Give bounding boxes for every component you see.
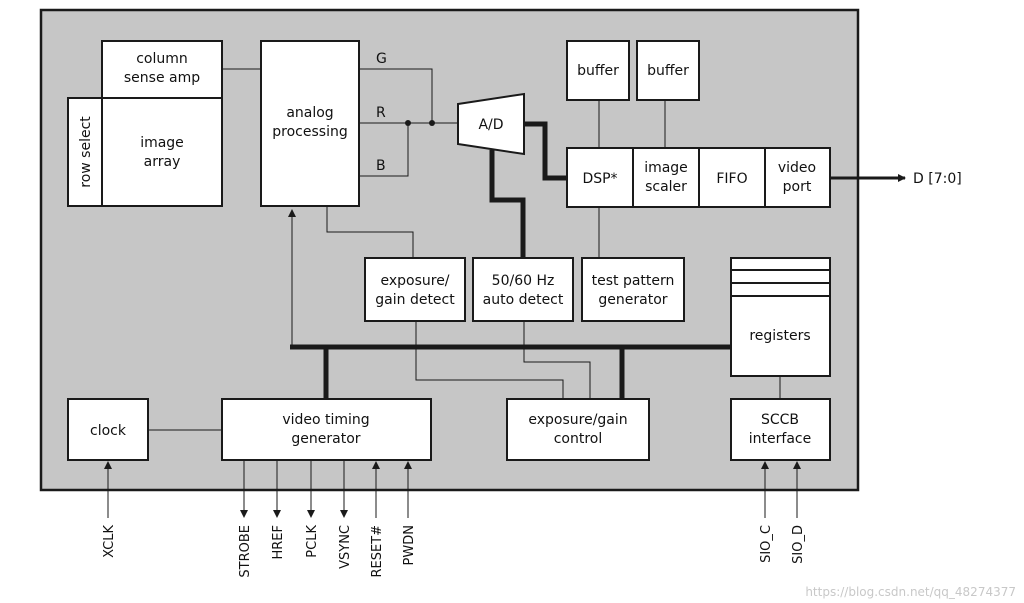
test-pattern-block bbox=[581, 257, 685, 322]
analog-processing-label-1: analog bbox=[286, 105, 333, 121]
clock-block bbox=[67, 398, 149, 461]
buffer-label-1: buffer bbox=[577, 63, 619, 79]
image-scaler-label-1: image bbox=[644, 160, 688, 176]
dsp-label: DSP* bbox=[582, 171, 617, 187]
data-out-label: D [7:0] bbox=[913, 171, 962, 187]
pin-wires bbox=[104, 460, 801, 518]
buffer-block-1 bbox=[566, 40, 630, 101]
video-port-label-1: video bbox=[778, 160, 816, 176]
test-pattern-label-2: generator bbox=[598, 292, 667, 308]
thick-buses bbox=[290, 121, 732, 400]
exposure-gain-control-label-2: control bbox=[554, 431, 603, 447]
test-pattern-label-1: test pattern bbox=[592, 273, 675, 289]
pin-strobe-label: STROBE bbox=[238, 525, 253, 578]
buffer-block-2 bbox=[636, 40, 700, 101]
thin-wires bbox=[148, 68, 781, 431]
signal-b-label: B bbox=[376, 158, 386, 174]
image-array-label-2: array bbox=[144, 154, 181, 170]
exposure-gain-detect-label-1: exposure/ bbox=[380, 273, 449, 289]
pin-vsync-label: VSYNC bbox=[338, 525, 353, 569]
sccb-block bbox=[730, 398, 831, 461]
pin-href-label: HREF bbox=[271, 525, 286, 560]
ad-converter bbox=[457, 92, 525, 156]
signal-g-label: G bbox=[376, 51, 387, 67]
video-timing-label-2: generator bbox=[291, 431, 360, 447]
image-array-label-1: image bbox=[140, 135, 184, 151]
image-scaler-label-2: scaler bbox=[645, 179, 687, 195]
row-select-block bbox=[67, 97, 103, 207]
column-sense-amp-label-2: sense amp bbox=[124, 70, 200, 86]
pin-pwdn-label: PWDN bbox=[402, 525, 417, 565]
row-select-label: row select bbox=[78, 116, 94, 188]
pin-pclk-label: PCLK bbox=[305, 525, 320, 558]
analog-processing-block bbox=[260, 40, 360, 207]
fifo-label: FIFO bbox=[716, 171, 747, 187]
pin-reset-label: RESET# bbox=[370, 525, 385, 578]
analog-processing-label-2: processing bbox=[272, 124, 347, 140]
junction-dot bbox=[429, 120, 435, 126]
fifo-block bbox=[698, 147, 766, 208]
exposure-gain-control-label-1: exposure/gain bbox=[528, 412, 627, 428]
auto-detect-label-2: auto detect bbox=[483, 292, 564, 308]
image-array-block bbox=[101, 97, 223, 207]
pin-xclk-label: XCLK bbox=[102, 525, 117, 558]
image-scaler-block bbox=[632, 147, 700, 208]
video-port-label-2: port bbox=[783, 179, 812, 195]
signal-r-label: R bbox=[376, 105, 386, 121]
auto-detect-label-1: 50/60 Hz bbox=[492, 273, 555, 289]
video-port-block bbox=[764, 147, 831, 208]
sccb-label-2: interface bbox=[749, 431, 811, 447]
registers-label: registers bbox=[749, 328, 810, 344]
buffer-label-2: buffer bbox=[647, 63, 689, 79]
clock-label: clock bbox=[90, 423, 127, 439]
junction-dot bbox=[405, 120, 411, 126]
video-timing-block bbox=[221, 398, 432, 461]
register-stack-lines bbox=[731, 269, 830, 297]
registers-block bbox=[730, 257, 831, 377]
video-timing-label-1: video timing bbox=[282, 412, 369, 428]
exposure-gain-control-block bbox=[506, 398, 650, 461]
column-sense-amp-label-1: column bbox=[136, 51, 188, 67]
pin-sio-c-label: SIO_C bbox=[759, 525, 774, 563]
exposure-gain-detect-block bbox=[364, 257, 466, 322]
dsp-block bbox=[566, 147, 634, 208]
watermark-text: https://blog.csdn.net/qq_48274377 bbox=[805, 585, 1016, 599]
ad-label: A/D bbox=[478, 117, 503, 133]
pin-sio-d-label: SIO_D bbox=[791, 525, 806, 564]
sccb-label-1: SCCB bbox=[761, 412, 799, 428]
exposure-gain-detect-label-2: gain detect bbox=[375, 292, 455, 308]
auto-detect-block bbox=[472, 257, 574, 322]
